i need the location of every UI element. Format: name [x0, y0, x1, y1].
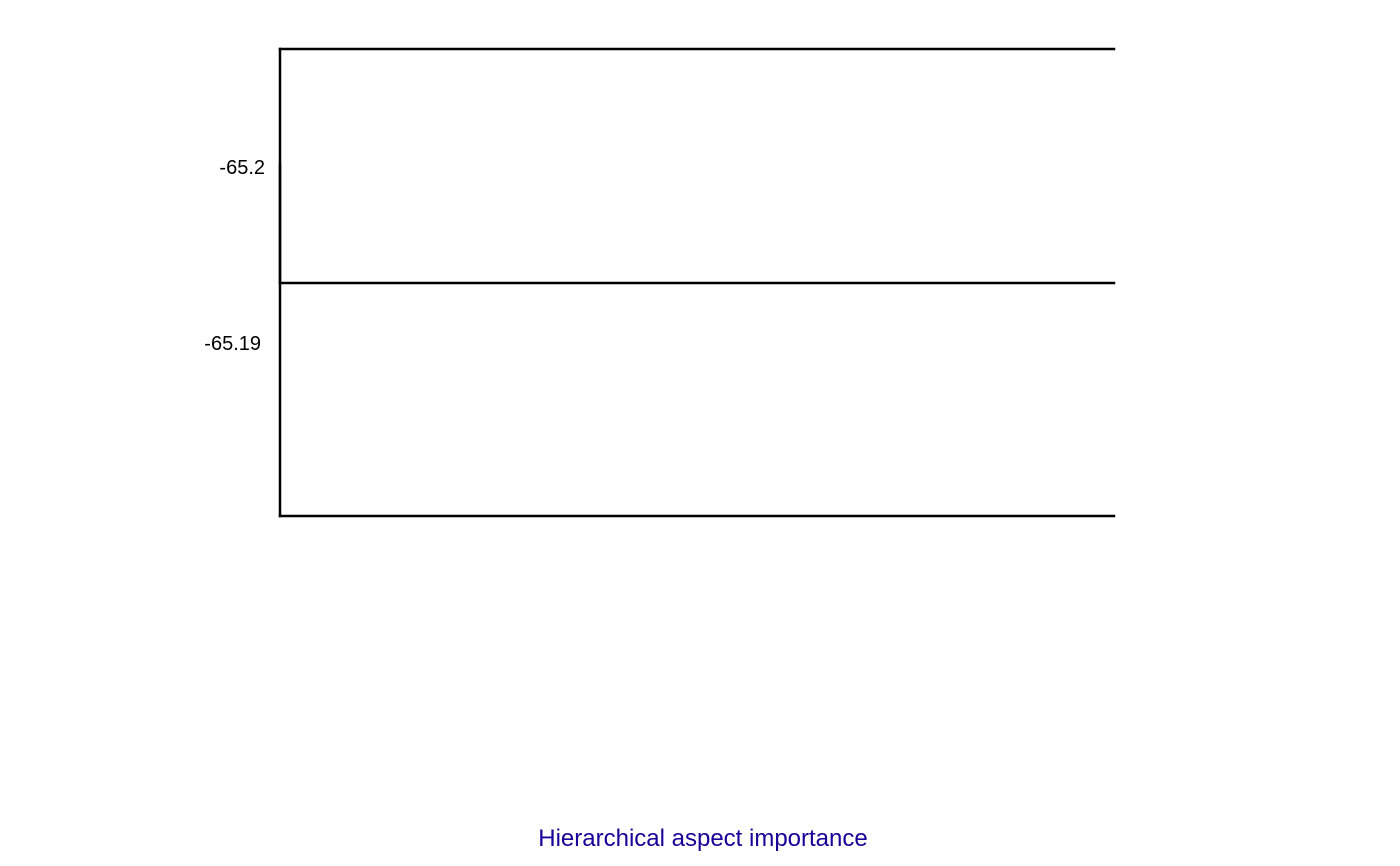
y-tick-label-1: -65.19 — [204, 333, 261, 355]
dendrogram-lines — [278, 47, 1116, 518]
y-tick-label-0: -65.2 — [219, 157, 265, 179]
chart-title: Hierarchical aspect importance — [538, 825, 867, 852]
